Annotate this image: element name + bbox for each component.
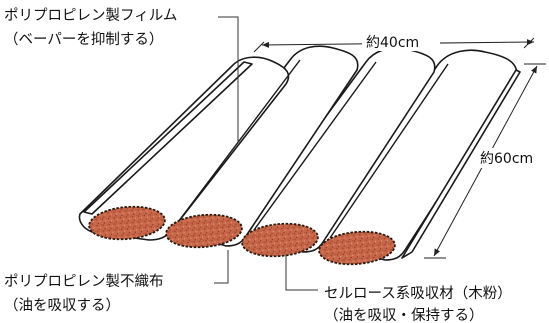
cellulose-sublabel: （油を吸収・保持する）: [324, 307, 484, 323]
nonwoven-label: ポリプロピレン製不織布: [4, 273, 164, 290]
tube-2-end: [165, 213, 243, 249]
dimension-length: 約60cm: [424, 63, 546, 259]
dimension-width: 約40cm: [253, 33, 535, 53]
film-sublabel: （ベーパーを抑制する）: [4, 31, 163, 48]
callout-film: ポリプロピレン製フィルム （ベーパーを抑制する）: [4, 7, 239, 142]
tube-4-seam: [329, 63, 449, 239]
tube-3-end: [241, 222, 319, 258]
cellulose-label: セルロース系吸収材（木粉）: [324, 285, 512, 302]
cellulose-leader: [285, 255, 318, 291]
tube-1-end: [88, 205, 166, 241]
tube-2: [164, 45, 359, 247]
nonwoven-sublabel: （油を吸収する）: [4, 297, 120, 314]
callout-nonwoven: ポリプロピレン製不織布 （油を吸収する）: [4, 250, 229, 314]
callout-cellulose: セルロース系吸収材（木粉） （油を吸収・保持する）: [285, 255, 512, 323]
nonwoven-leader: [214, 250, 229, 284]
length-label: 約60cm: [480, 151, 533, 167]
tube-3-seam: [253, 61, 377, 231]
mat-body: [78, 45, 521, 266]
tube-2-seam: [177, 59, 301, 223]
film-label: ポリプロピレン製フィルム: [4, 7, 177, 24]
film-flange-left: [83, 61, 253, 215]
film-leader: [218, 16, 239, 142]
width-label: 約40cm: [366, 35, 419, 51]
tube-1: [78, 56, 290, 241]
tube-4-end: [318, 230, 396, 266]
